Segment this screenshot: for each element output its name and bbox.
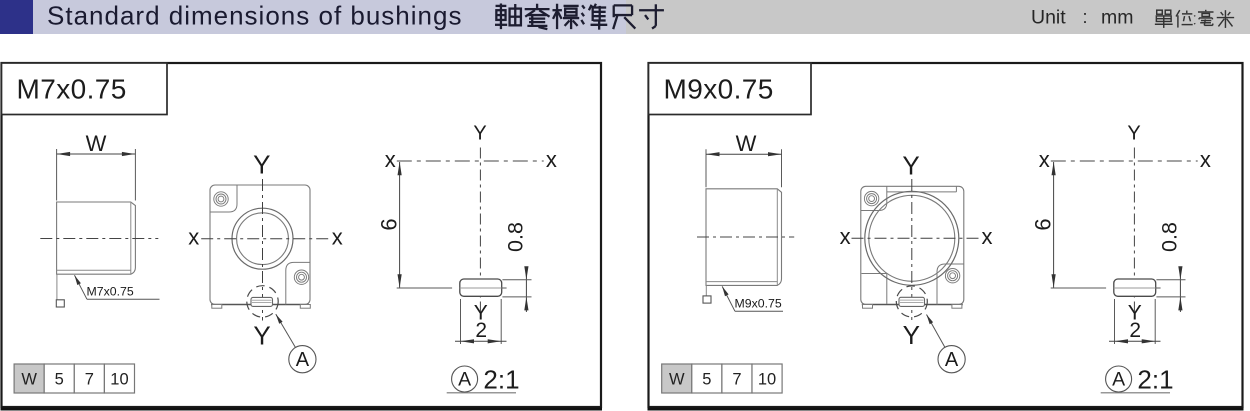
svg-text:7: 7: [732, 370, 741, 388]
svg-text:W: W: [21, 370, 37, 388]
svg-text:0.8: 0.8: [1158, 222, 1182, 252]
svg-text:2: 2: [475, 319, 487, 342]
svg-text:6: 6: [376, 218, 401, 230]
svg-text:x: x: [982, 224, 993, 249]
svg-text:2: 2: [1129, 319, 1141, 342]
svg-text:10: 10: [110, 370, 128, 388]
svg-text:M9x0.75: M9x0.75: [664, 73, 774, 104]
svg-text:2:1: 2:1: [483, 364, 519, 394]
svg-text:Standard dimensions of bushing: Standard dimensions of bushings: [47, 1, 462, 31]
svg-text:A: A: [1112, 369, 1125, 391]
svg-text:A: A: [458, 369, 471, 391]
svg-text:M7x0.75: M7x0.75: [87, 284, 134, 298]
svg-text:2:1: 2:1: [1137, 364, 1173, 394]
svg-text:Y: Y: [253, 149, 270, 179]
svg-text:Y: Y: [1127, 123, 1140, 145]
svg-text:5: 5: [702, 370, 711, 388]
svg-text:W: W: [669, 370, 685, 388]
svg-text:6: 6: [1030, 218, 1055, 230]
svg-text:W: W: [736, 131, 757, 156]
svg-text:x: x: [188, 224, 199, 249]
svg-text:A: A: [945, 349, 959, 371]
svg-text:x: x: [1039, 147, 1050, 172]
svg-text:Y: Y: [253, 321, 270, 351]
svg-text::: :: [1082, 7, 1087, 27]
svg-text:x: x: [1200, 147, 1211, 172]
svg-text:Y: Y: [902, 150, 919, 180]
svg-text:x: x: [332, 224, 343, 249]
svg-text:0.8: 0.8: [504, 222, 528, 252]
svg-text:M7x0.75: M7x0.75: [17, 73, 127, 104]
svg-text:W: W: [86, 131, 107, 156]
svg-text:x: x: [840, 224, 851, 249]
svg-text:M9x0.75: M9x0.75: [735, 296, 782, 310]
svg-text:x: x: [385, 147, 396, 172]
svg-text:Y: Y: [474, 302, 488, 325]
svg-text:mm: mm: [1101, 7, 1134, 29]
svg-text:Y: Y: [473, 123, 486, 145]
svg-text:A: A: [296, 349, 310, 371]
svg-text:7: 7: [85, 370, 94, 388]
svg-text:Unit: Unit: [1031, 7, 1066, 29]
svg-text:10: 10: [758, 370, 776, 388]
svg-text:x: x: [546, 147, 557, 172]
svg-text:Y: Y: [903, 320, 920, 350]
svg-text:5: 5: [55, 370, 64, 388]
svg-text:Y: Y: [1128, 302, 1142, 325]
